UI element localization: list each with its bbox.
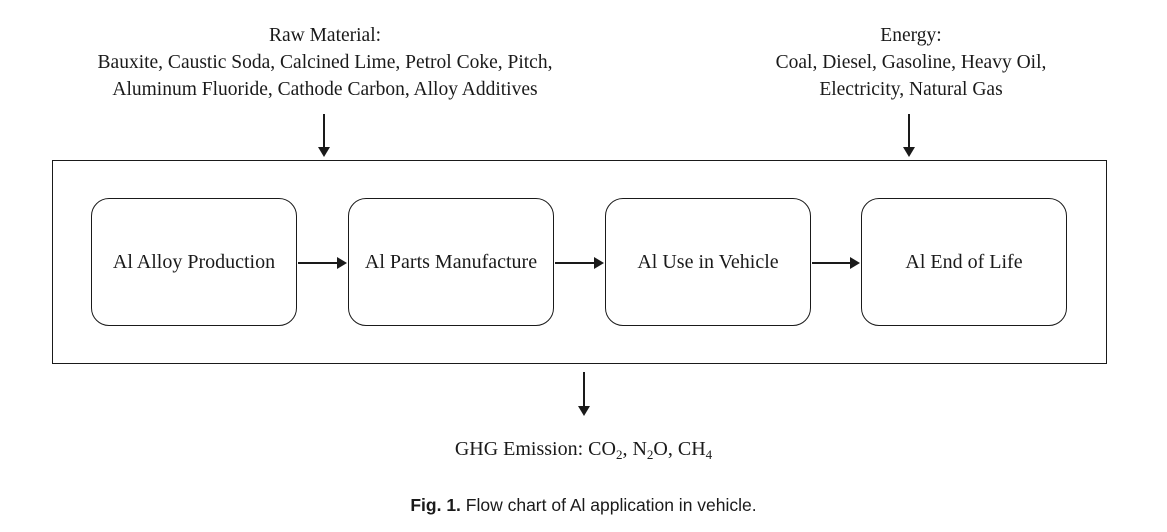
stage-label: Al End of Life (905, 250, 1023, 273)
stage-label: Al Parts Manufacture (364, 250, 538, 273)
stage-al-end-of-life: Al End of Life (861, 198, 1067, 326)
process-frame (52, 160, 1107, 364)
raw-material-title: Raw Material: (268, 25, 382, 46)
figure-label: Fig. 1. (410, 495, 461, 515)
ghg-emission-label: GHG Emission: CO2, N2O, CH4 (454, 438, 713, 462)
energy-list-line-1: Coal, Diesel, Gasoline, Heavy Oil, (775, 52, 1047, 73)
energy-arrow (903, 114, 915, 157)
flow-arrow-1 (298, 257, 347, 269)
stage-al-alloy-production: Al Alloy Production (91, 198, 297, 326)
emission-arrow (578, 372, 590, 416)
energy-list-line-2: Electricity, Natural Gas (819, 79, 1003, 100)
figure-caption-text: Flow chart of Al application in vehicle. (460, 495, 757, 515)
stage-label: Al Use in Vehicle (637, 250, 779, 273)
emission-gas-co2: CO2 (588, 438, 623, 462)
raw-material-arrow (318, 114, 330, 157)
stage-label: Al Alloy Production (112, 250, 276, 273)
emission-prefix: GHG Emission: (454, 438, 589, 460)
stage-al-use-in-vehicle: Al Use in Vehicle (605, 198, 811, 326)
stage-al-parts-manufacture: Al Parts Manufacture (348, 198, 554, 326)
flow-arrow-3 (812, 257, 860, 269)
energy-block: Energy: Coal, Diesel, Gasoline, Heavy Oi… (712, 22, 1110, 103)
raw-material-list-line-2: Aluminum Fluoride, Cathode Carbon, Alloy… (112, 79, 538, 100)
emission-gas-n2o: N2O (632, 438, 668, 462)
energy-title: Energy: (880, 25, 942, 46)
emission-gas-ch4: CH4 (677, 438, 713, 462)
figure-caption: Fig. 1. Flow chart of Al application in … (200, 495, 967, 516)
raw-material-block: Raw Material: Bauxite, Caustic Soda, Cal… (20, 22, 630, 103)
flow-arrow-2 (555, 257, 604, 269)
raw-material-list-line-1: Bauxite, Caustic Soda, Calcined Lime, Pe… (97, 52, 553, 73)
